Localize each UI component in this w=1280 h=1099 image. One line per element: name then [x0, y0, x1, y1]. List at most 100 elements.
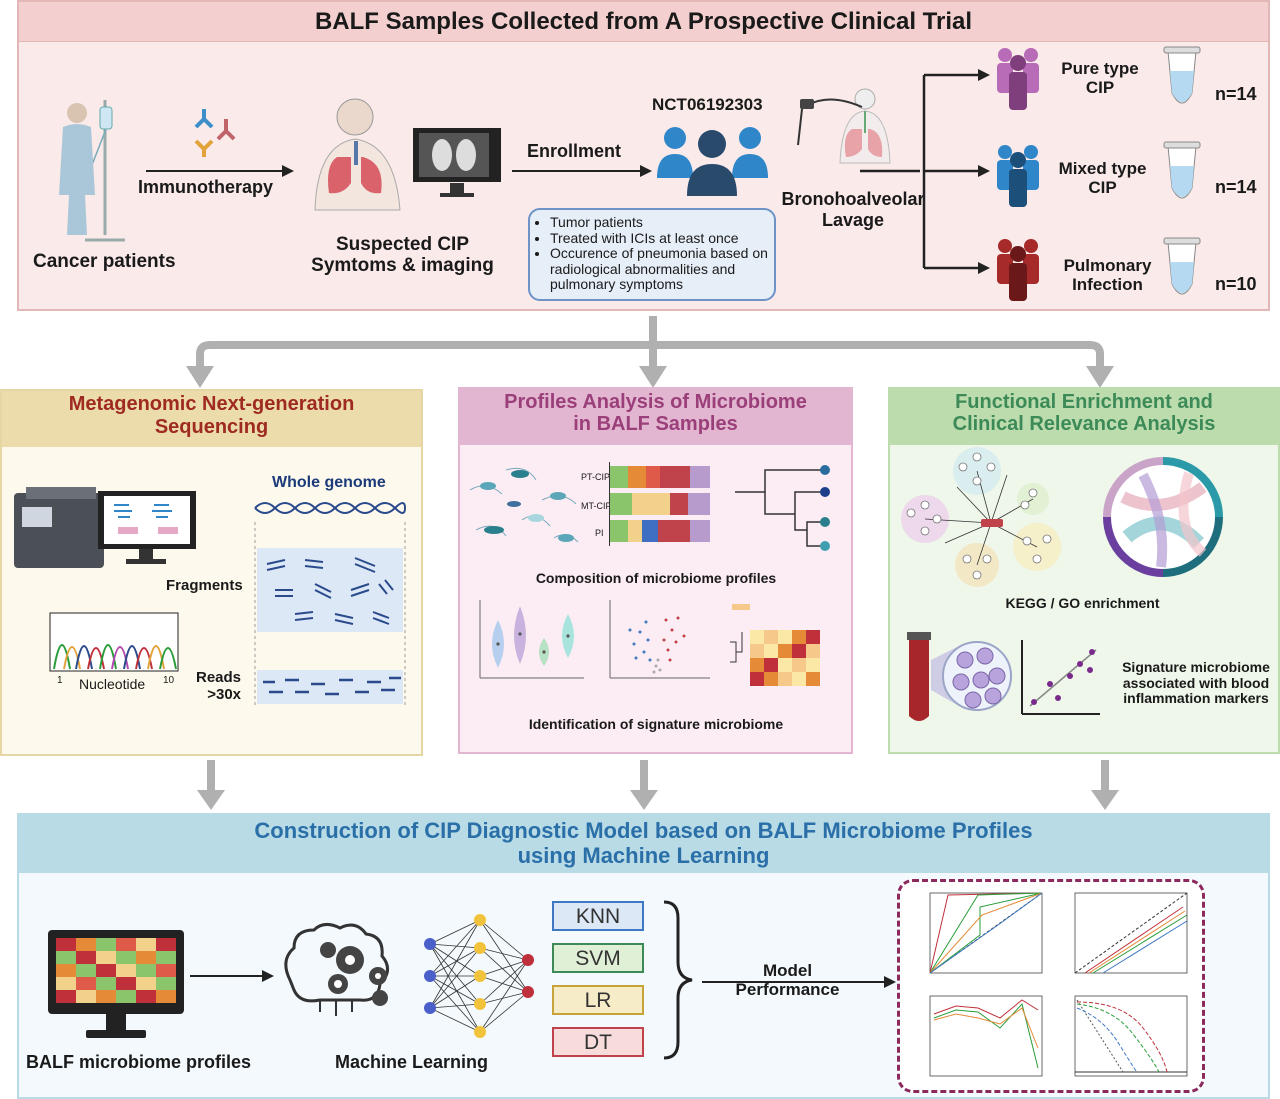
model-knn-box: KNN: [552, 901, 644, 931]
criteria-list: Tumor patients Treated with ICIs at leas…: [532, 214, 768, 293]
correlation-heatmap-icon: [730, 604, 820, 686]
profiles-label: BALF microbiome profiles: [26, 1052, 252, 1072]
whole-genome-dna: [254, 502, 406, 706]
model-lr-box: LR: [552, 985, 644, 1015]
sample-tube-icon: [1163, 141, 1201, 199]
bar-pt-cip: [610, 466, 710, 488]
roc-curve-thumbnail: [929, 892, 1043, 974]
group-label-infection: Pulmonary Infection: [1055, 256, 1160, 294]
lavage-line2: Lavage: [821, 210, 885, 230]
immunotherapy-label: Immunotherapy: [138, 177, 274, 197]
enrollment-label: Enrollment: [527, 141, 622, 161]
violin-plot-icon: [479, 600, 584, 679]
performance-label: Model Performance: [720, 961, 855, 999]
profiles-title-line2: in BALF Samples: [573, 413, 738, 435]
performance-arrow: [702, 976, 896, 988]
signature-association-label: Signature microbiome associated with blo…: [1112, 659, 1280, 707]
panels-to-bottom-arrows: [197, 760, 1119, 810]
suspected-line2: Symtoms & imaging: [311, 255, 494, 276]
group-count: n=14: [1215, 84, 1257, 104]
correlation-scatter-icon: [1021, 640, 1100, 715]
profiles-panel: Profiles Analysis of Microbiome in BALF …: [458, 387, 853, 754]
signature-caption: Identification of signature microbiome: [528, 716, 784, 732]
criteria-box: Tumor patients Treated with ICIs at leas…: [528, 208, 776, 301]
bacteria-illustration: [469, 467, 579, 543]
heatmap-monitor-icon: [48, 930, 184, 1038]
composition-caption: Composition of microbiome profiles: [535, 570, 777, 586]
fragments-label: Fragments: [166, 577, 243, 594]
bar-label-pi: PI: [595, 528, 604, 538]
criteria-item: Occurence of pneumonia based on radiolog…: [550, 245, 768, 293]
sig-line3: inflammation markers: [1123, 690, 1269, 706]
bar-mt-cip: [610, 493, 710, 515]
reads-line2: >30x: [207, 686, 242, 703]
model-title-line1: Construction of CIP Diagnostic Model bas…: [254, 818, 1033, 843]
profiles-title-line1: Profiles Analysis of Microbiome: [504, 391, 807, 413]
suspected-line1: Suspected CIP: [335, 234, 470, 255]
reads-label: Reads >30x: [196, 669, 241, 703]
mngs-title-line2: Sequencing: [154, 416, 269, 438]
xray-monitor: [413, 128, 501, 197]
nucleotide-label: Nucleotide: [79, 676, 146, 692]
dca-curve-thumbnail: [1074, 995, 1188, 1077]
brain-gears-icon: [284, 923, 389, 1016]
coughing-patient-lungs: [314, 98, 401, 211]
sample-tube-icon: [1163, 46, 1201, 104]
calibration-curve-thumbnail: [1074, 892, 1188, 974]
network-graph-icon: [901, 447, 1061, 587]
criteria-item: Tumor patients: [550, 214, 768, 231]
model-panel-header: Construction of CIP Diagnostic Model bas…: [19, 815, 1268, 873]
lavage-label: Bronohoalveolar Lavage: [778, 189, 928, 231]
model-dt-box: DT: [552, 1027, 644, 1057]
neural-network-icon: [424, 914, 534, 1038]
ml-label: Machine Learning: [335, 1052, 489, 1072]
patients-group-icon: [657, 127, 768, 196]
group-line2: CIP: [1088, 178, 1117, 197]
group-line1: Pulmonary: [1063, 256, 1152, 275]
kegg-caption: KEGG / GO enrichment: [1005, 595, 1160, 611]
lavage-line1: Bronohoalveolar: [781, 189, 925, 209]
group-line1: Mixed type: [1058, 159, 1147, 178]
dendrogram-icon: [735, 465, 830, 551]
immunotherapy-arrow: [146, 165, 294, 177]
mixed-cip-people-icon: [997, 145, 1039, 207]
antibody-icons: [194, 109, 236, 157]
bronchoscope-illustration: [797, 88, 891, 164]
mngs-panel-header: Metagenomic Next-generation Sequencing: [2, 391, 421, 447]
criteria-item: Treated with ICIs at least once: [550, 230, 768, 247]
tick-end-label: 10: [163, 675, 175, 686]
sequencer-machine-icon: [14, 487, 196, 568]
profiles-to-ml-arrow: [190, 970, 274, 982]
model-svm-box: SVM: [552, 943, 644, 973]
group-label-mixed: Mixed type CIP: [1050, 159, 1155, 197]
patient-iv-illustration: [59, 100, 125, 242]
cancer-patients-label: Cancer patients: [33, 251, 176, 272]
sig-line1: Signature microbiome: [1122, 659, 1270, 675]
sample-tube-icon: [1163, 237, 1201, 295]
group-count: n=14: [1215, 177, 1257, 197]
mngs-title-line1: Metagenomic Next-generation: [68, 393, 355, 415]
chromatogram-icon: [49, 612, 179, 672]
bar-label-mt: MT-CIP: [581, 501, 612, 511]
blood-tube-cells-icon: [907, 632, 1012, 721]
group-label-pure: Pure type CIP: [1050, 59, 1150, 97]
enrollment-arrow: [512, 165, 652, 177]
enrichment-title-line2: Clinical Relevance Analysis: [952, 413, 1216, 435]
bar-pi: [610, 520, 710, 542]
enrichment-panel-header: Functional Enrichment and Clinical Relev…: [890, 389, 1278, 445]
profiles-panel-header: Profiles Analysis of Microbiome in BALF …: [460, 389, 851, 445]
infection-people-icon: [997, 239, 1039, 301]
whole-genome-label: Whole genome: [272, 474, 386, 491]
bar-label-pt: PT-CIP: [581, 472, 611, 482]
sig-line2: associated with blood: [1122, 674, 1270, 691]
chord-diagram-icon: [1103, 457, 1223, 577]
reads-line1: Reads: [196, 669, 242, 686]
pure-cip-people-icon: [997, 48, 1039, 110]
volcano-plot-icon: [609, 600, 710, 679]
performance-comparison-thumbnail: [929, 995, 1043, 1077]
group-line2: CIP: [1085, 78, 1115, 97]
trial-id-label: NCT06192303: [652, 95, 763, 114]
tick-start-label: 1: [57, 675, 63, 686]
performance-line2: Performance: [735, 980, 840, 999]
group-line2: Infection: [1072, 275, 1143, 294]
